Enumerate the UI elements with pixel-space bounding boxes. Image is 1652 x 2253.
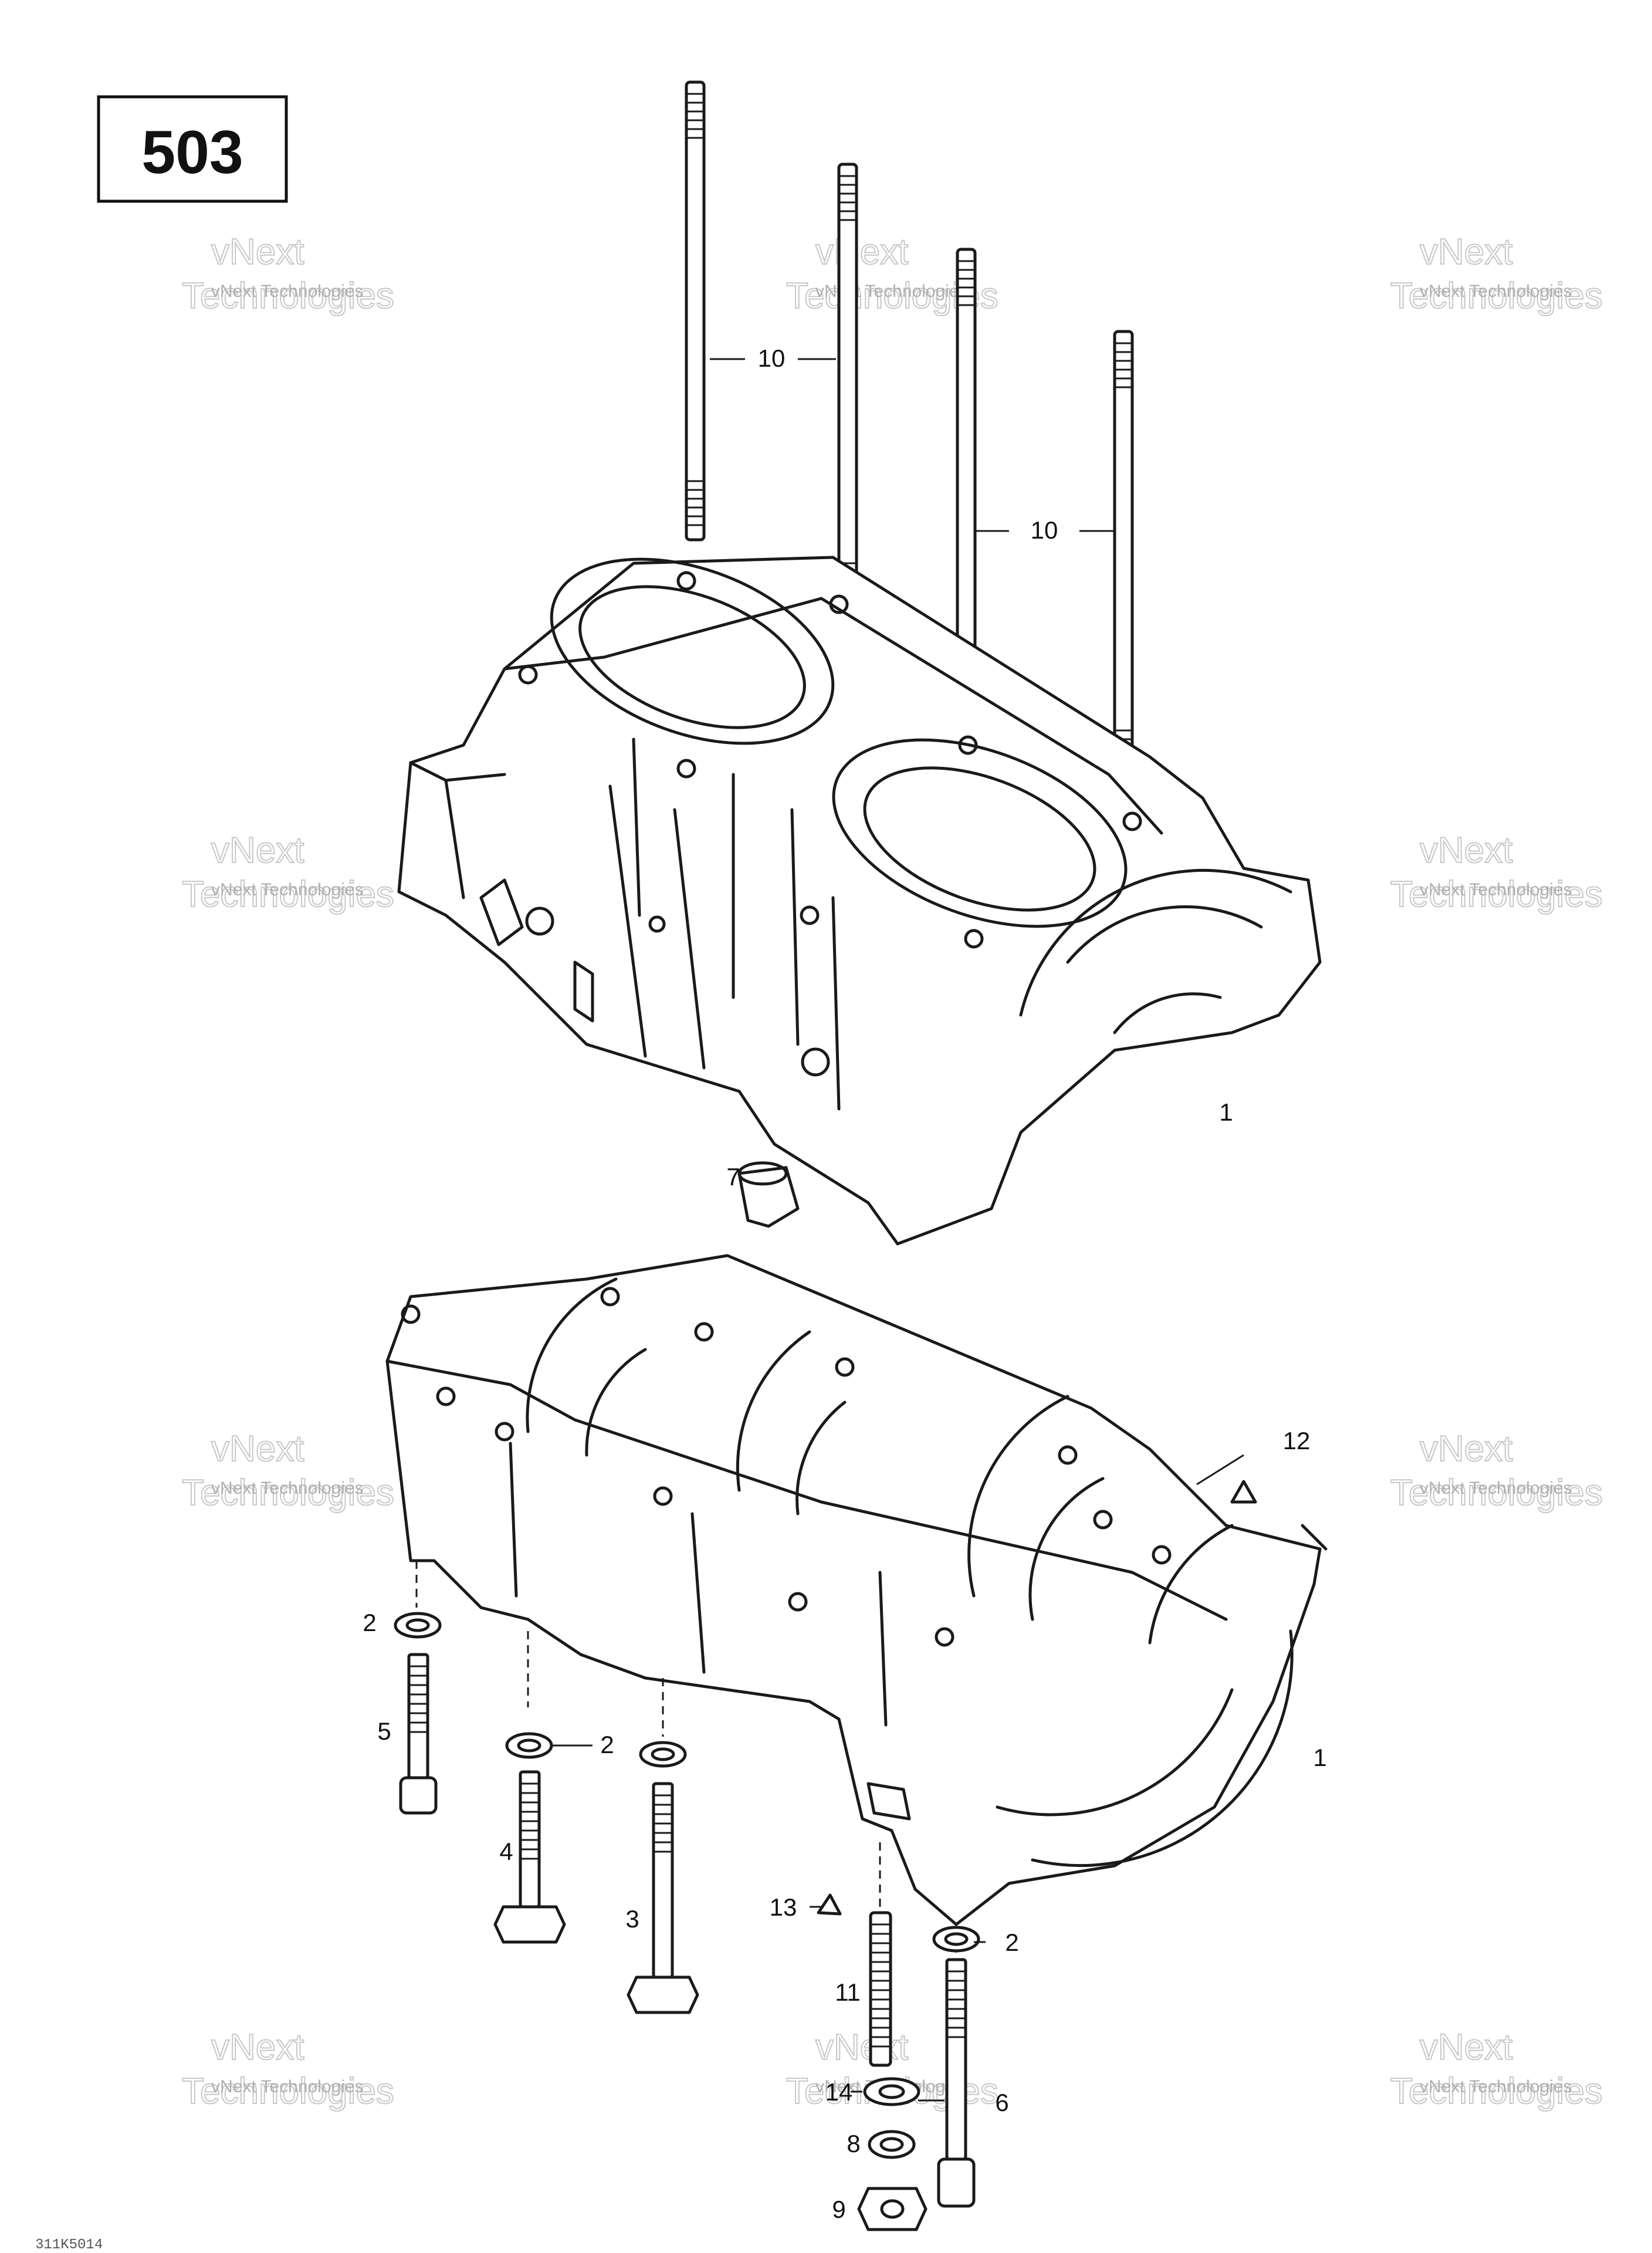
nut-9 (857, 2187, 927, 2231)
svg-text:vNext: vNext (211, 830, 304, 871)
callout-11: 11 (835, 1978, 861, 2006)
svg-text:vNext Technologies: vNext Technologies (1420, 1479, 1572, 1498)
svg-text:Technologies: Technologies (182, 2071, 394, 2112)
svg-text:Technologies: Technologies (1390, 2071, 1603, 2112)
watermark: vNext Technologies vNext Technologies (181, 1428, 395, 1514)
stud-11 (869, 1911, 892, 2067)
callout-2: 2 (600, 1731, 614, 1758)
bolt-4 (493, 1770, 566, 1944)
svg-text:vNext Technologies: vNext Technologies (1420, 880, 1572, 899)
callout-7: 7 (726, 1163, 740, 1190)
callout-10: 10 (758, 344, 786, 372)
svg-text:Technologies: Technologies (182, 1473, 394, 1513)
plug-7 (737, 1161, 800, 1228)
stud-10 (1113, 330, 1134, 791)
svg-text:Technologies: Technologies (1390, 276, 1603, 316)
callout-14: 14 (825, 2078, 853, 2106)
svg-text:vNext Technologies: vNext Technologies (211, 880, 364, 899)
callout-2: 2 (1005, 1929, 1018, 1956)
watermark: vNext Technologies vNext Technologies (1390, 231, 1603, 317)
svg-text:vNext Technologies: vNext Technologies (211, 282, 364, 301)
svg-text:vNext Technologies: vNext Technologies (211, 1479, 364, 1498)
screw-5 (399, 1653, 438, 1815)
svg-text:vNext: vNext (211, 2027, 304, 2068)
washer-2 (505, 1732, 553, 1759)
callout-12: 12 (1283, 1427, 1311, 1454)
svg-text:vNext: vNext (1420, 830, 1512, 871)
callout-1: 1 (1219, 1098, 1233, 1126)
diagram-number-box: 503 (97, 95, 288, 203)
svg-text:vNext: vNext (1420, 1429, 1512, 1469)
washer-14 (863, 2077, 920, 2106)
watermark: vNext Technologies vNext Technologies (1390, 1428, 1603, 1514)
plug-12 (1230, 1480, 1257, 1504)
washer-2 (394, 1612, 442, 1639)
lower-crankcase (385, 1254, 1328, 1926)
svg-text:vNext Technologies: vNext Technologies (1420, 2077, 1572, 2096)
callout-5: 5 (377, 1717, 391, 1745)
svg-text:vNext: vNext (211, 1429, 304, 1469)
svg-text:vNext Technologies: vNext Technologies (211, 2077, 364, 2096)
callouts: 10 10 1 7 12 2 5 2 1 4 13 3 2 11 14 6 8 … (363, 344, 1326, 2223)
bolt-3 (627, 1782, 699, 2014)
callout-4: 4 (499, 1838, 513, 1865)
watermark: vNext Technologies vNext Technologies (181, 830, 395, 915)
watermark: vNext Technologies vNext Technologies (181, 231, 395, 317)
screw-6 (937, 1958, 976, 2208)
callout-8: 8 (847, 2130, 860, 2157)
upper-crankcase (397, 556, 1322, 1246)
svg-text:vNext: vNext (815, 2027, 908, 2068)
callout-2: 2 (363, 1609, 376, 1636)
svg-text:vNext: vNext (1420, 2027, 1512, 2068)
stud-10 (685, 80, 706, 542)
svg-text:vNext: vNext (211, 232, 304, 272)
callout-6: 6 (995, 2089, 1008, 2116)
footer-code: 311K5014 (35, 2237, 103, 2253)
plug-13 (817, 1893, 842, 1916)
leader-lines (551, 358, 1244, 2102)
watermark: vNext Technologies vNext Technologies (1390, 2027, 1603, 2112)
callout-9: 9 (832, 2196, 845, 2223)
callout-10: 10 (1031, 516, 1058, 544)
stud-10 (837, 163, 858, 624)
watermark: vNext Technologies vNext Technologies (1390, 830, 1603, 915)
callout-3: 3 (625, 1905, 639, 1933)
svg-text:vNext Technologies: vNext Technologies (1420, 282, 1572, 301)
washer-2 (932, 1926, 980, 1953)
svg-text:vNext: vNext (815, 232, 908, 272)
callout-13: 13 (770, 1893, 797, 1921)
diagram-number: 503 (141, 119, 243, 187)
callout-1: 1 (1313, 1744, 1326, 1771)
watermark: vNext Technologies vNext Technologies (181, 2027, 395, 2112)
svg-text:Technologies: Technologies (182, 874, 394, 915)
svg-text:vNext: vNext (1420, 232, 1512, 272)
svg-text:Technologies: Technologies (182, 276, 394, 316)
svg-text:Technologies: Technologies (1390, 874, 1603, 915)
lock-washer-8 (868, 2130, 916, 2159)
svg-text:Technologies: Technologies (1390, 1473, 1603, 1513)
washer-2 (639, 1741, 687, 1768)
